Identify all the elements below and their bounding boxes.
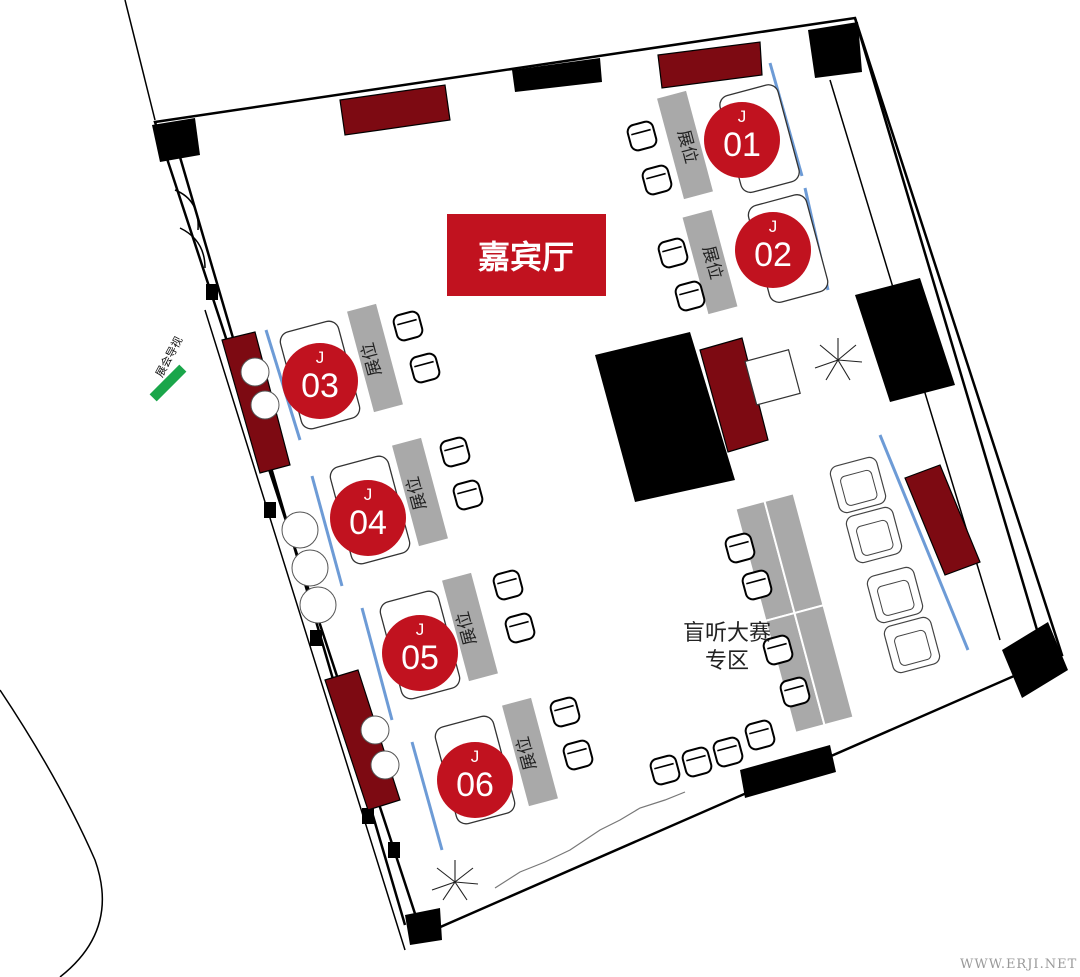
booth-badge-j04: J 04 (330, 480, 406, 556)
chair-icon (724, 532, 756, 564)
chairs (392, 120, 811, 786)
entrance-door (174, 189, 206, 269)
chair-icon (657, 237, 689, 269)
booth-prefix: J (364, 485, 373, 504)
zone-sofas (829, 456, 941, 674)
booth-prefix: J (416, 620, 425, 639)
chair-icon (562, 739, 594, 771)
booth-badge-j05: J 05 (382, 615, 458, 691)
round-tables (240, 357, 400, 780)
chair-icon (762, 634, 794, 666)
booth-number: 05 (401, 639, 439, 677)
booth-number: 06 (456, 766, 494, 804)
booth-badges: J 01 J 02 J 03 J 04 J 05 J 06 (282, 102, 811, 818)
booth-badge-j03: J 03 (282, 343, 358, 419)
partition-lines (264, 62, 970, 851)
booth-counters (347, 90, 738, 807)
booth-badge-j06: J 06 (437, 742, 513, 818)
zone-label-line1: 盲听大赛 (683, 621, 771, 646)
chair-icon (744, 719, 776, 751)
booth-prefix: J (738, 107, 747, 126)
dark-red-walls (221, 41, 981, 811)
chair-icon (626, 120, 658, 152)
booth-number: 03 (301, 367, 339, 405)
chair-icon (439, 436, 471, 468)
plant-icon (814, 338, 863, 381)
display-stand (744, 349, 801, 406)
chair-icon (681, 746, 713, 778)
armchair-icon (883, 616, 941, 674)
armchair-icon (866, 566, 924, 624)
booth-number: 01 (723, 126, 761, 164)
watermark: WWW.ERJI.NET (960, 957, 1077, 972)
booth-prefix: J (471, 747, 480, 766)
booth-number: 02 (754, 236, 792, 274)
competition-zone-label: 盲听大赛 专区 (683, 621, 771, 674)
zone-label-line2: 专区 (705, 649, 749, 674)
booth-prefix: J (769, 217, 778, 236)
booth-number: 04 (349, 504, 387, 542)
chair-icon (504, 612, 536, 644)
chair-icon (712, 736, 744, 768)
chair-icon (492, 569, 524, 601)
guest-hall-label: 嘉宾厅 (478, 238, 574, 276)
railing-line (494, 791, 686, 889)
chair-icon (392, 310, 424, 342)
chair-icon (741, 569, 773, 601)
chair-icon (674, 280, 706, 312)
booth-prefix: J (316, 348, 325, 367)
armchair-icon (829, 456, 887, 514)
exhibition-guide-sign: 展会导视 (149, 334, 187, 402)
black-columns (152, 22, 1068, 945)
chair-icon (641, 164, 673, 196)
chair-icon (649, 754, 681, 786)
booth-badge-j02: J 02 (735, 212, 811, 288)
armchair-icon (845, 506, 903, 564)
chair-icon (409, 352, 441, 384)
chair-icon (452, 479, 484, 511)
plant-icon (431, 860, 479, 901)
chair-icon (779, 676, 811, 708)
booth-badge-j01: J 01 (704, 102, 780, 178)
chair-icon (549, 696, 581, 728)
guest-hall-sign: 嘉宾厅 (447, 214, 606, 296)
